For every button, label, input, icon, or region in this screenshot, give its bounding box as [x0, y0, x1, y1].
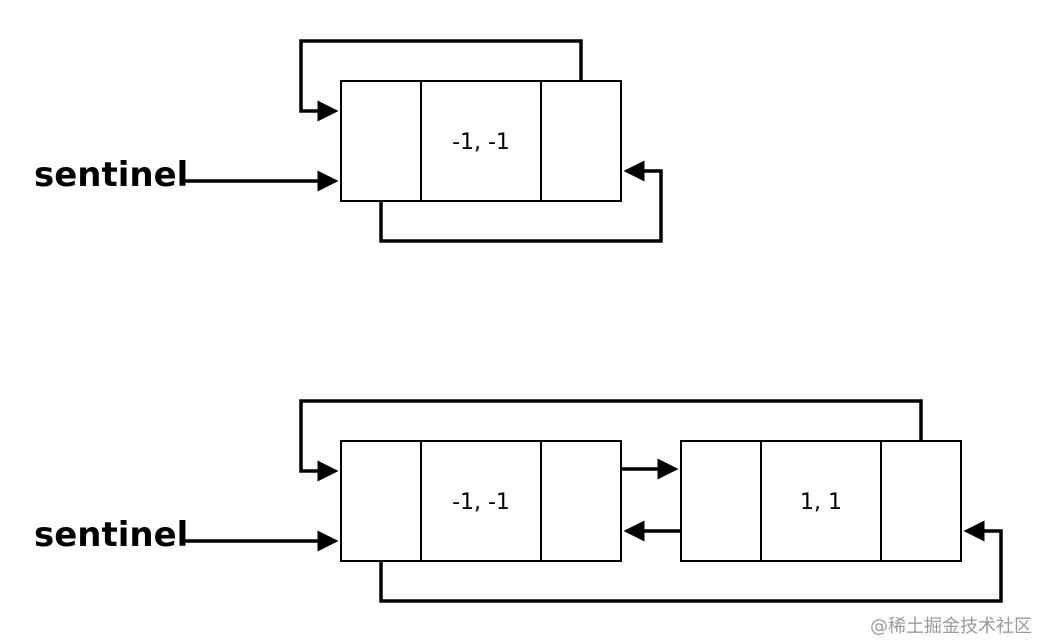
watermark-text: @稀土掘金技术社区 [870, 616, 1032, 637]
bottom-node-1-next-cell [540, 440, 622, 562]
bottom-node-2-next-cell [880, 440, 962, 562]
bottom-node-1-value: -1, -1 [452, 490, 510, 515]
bottom-node-2-value: 1, 1 [800, 490, 842, 515]
top-node-1-next-cell [540, 80, 622, 202]
bottom-node-2: 1, 1 [680, 440, 962, 562]
bottom-node-2-prev-cell [680, 440, 762, 562]
bottom-node-1-prev-cell [340, 440, 422, 562]
top-next-loop-arrow [299, 39, 583, 122]
bottom-node-2-value-cell [760, 440, 882, 562]
top-prev-loop-arrow [379, 160, 663, 243]
sentinel-label-top: sentinel [34, 155, 188, 195]
bottom-next-loop-arrow [299, 399, 923, 482]
bottom-node-1-value-cell [420, 440, 542, 562]
bottom-prev-loop-arrow [379, 520, 1003, 603]
bottom-diagram: sentinel -1, -1 1, 1 [34, 399, 1003, 603]
sentinel-label-bottom: sentinel [34, 515, 188, 555]
top-node-1-value-cell [420, 80, 542, 202]
bottom-node-1: -1, -1 [340, 440, 622, 562]
top-diagram: sentinel -1, -1 [34, 39, 663, 243]
top-node-1-value: -1, -1 [452, 130, 510, 155]
top-node-1-prev-cell [340, 80, 422, 202]
top-node-1: -1, -1 [340, 80, 622, 202]
